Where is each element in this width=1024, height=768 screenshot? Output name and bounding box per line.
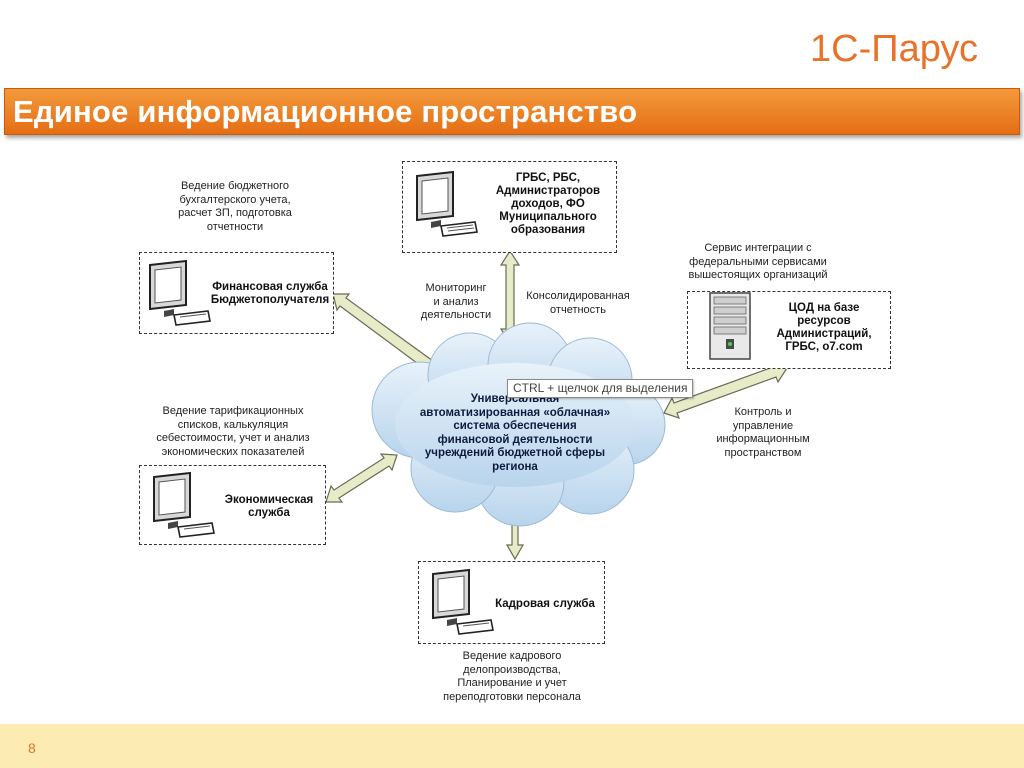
note-cod: Сервис интеграции с федеральными сервиса… xyxy=(688,242,828,281)
node-hr: Кадровая служба xyxy=(418,561,605,644)
ctrl-click-tooltip: CTRL + щелчок для выделения xyxy=(507,379,694,398)
note-monitoring: Мониторинг и анализ деятельности xyxy=(420,282,492,321)
node-grbs-label: ГРБС, РБС, Администраторов доходов, ФО М… xyxy=(495,172,601,236)
note-consolidated: Консолидированная отчетность xyxy=(526,290,630,316)
node-finance-label: Финансовая служба Бюджетополучателя xyxy=(210,281,330,306)
node-hr-label: Кадровая служба xyxy=(495,598,595,610)
node-econ-label: Экономическая служба xyxy=(224,494,314,519)
brand-logo-text: 1С-Парус xyxy=(810,28,978,70)
page-number: 8 xyxy=(28,740,36,756)
note-econ: Ведение тарификационных списков, калькул… xyxy=(156,405,310,458)
note-hr: Ведение кадрового делопроизводства, План… xyxy=(443,650,581,703)
node-finance: Финансовая служба Бюджетополучателя xyxy=(139,252,334,334)
server-icon xyxy=(709,292,751,360)
title-bar: Единое информационное пространство xyxy=(4,88,1020,135)
arrow-econ-cloud xyxy=(325,453,398,503)
computer-icon xyxy=(149,259,211,326)
note-control: Контроль и управление информационным про… xyxy=(716,406,810,459)
node-econ: Экономическая служба xyxy=(139,465,326,545)
computer-icon xyxy=(432,568,494,635)
note-finance: Ведение бюджетного бухгалтерского учета,… xyxy=(178,180,292,233)
center-system-label: Универсальная автоматизированная «облачн… xyxy=(419,393,611,473)
page-title: Единое информационное пространство xyxy=(13,94,638,129)
footer-bar xyxy=(0,724,1024,768)
node-grbs: ГРБС, РБС, Администраторов доходов, ФО М… xyxy=(402,161,617,253)
computer-icon xyxy=(416,170,478,237)
node-cod-label: ЦОД на базе ресурсов Администраций, ГРБС… xyxy=(776,302,872,353)
computer-icon xyxy=(153,471,215,538)
